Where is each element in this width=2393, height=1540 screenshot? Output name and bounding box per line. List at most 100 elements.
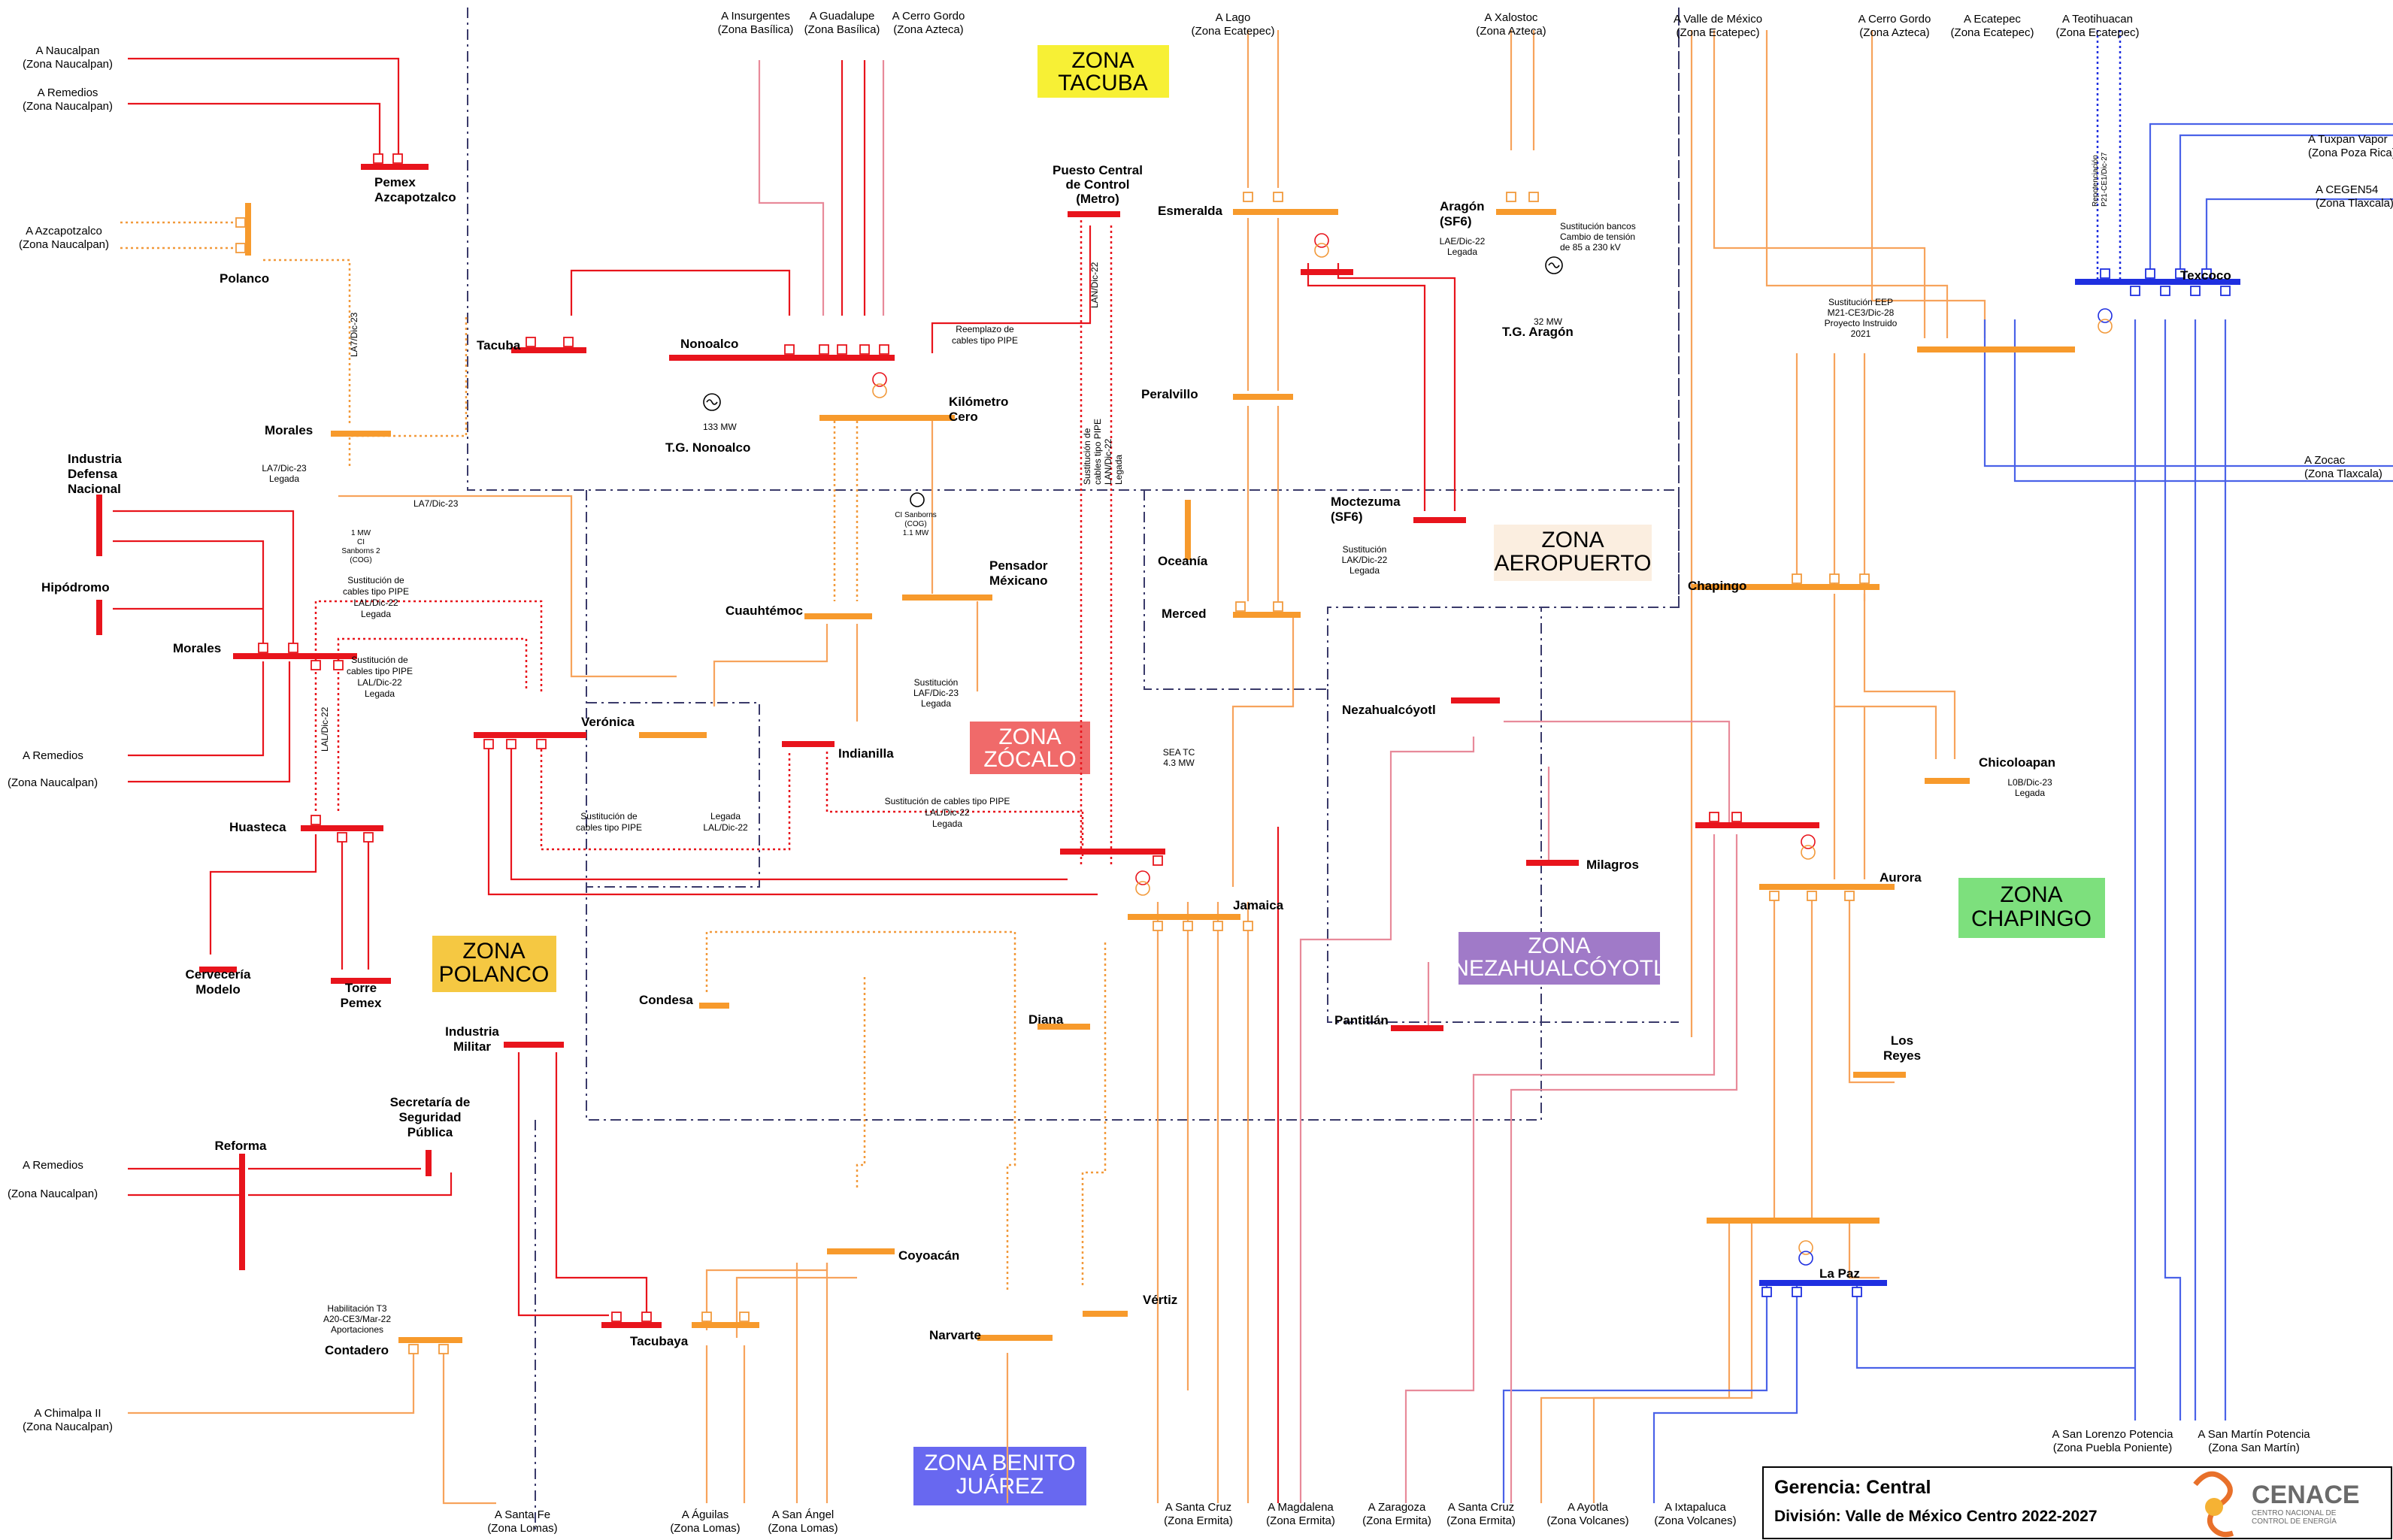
- ext-san-lorenzo: A San Lorenzo Potencia(Zona Puebla Ponie…: [2052, 1428, 2174, 1454]
- label-jamaica: Jamaica: [1233, 898, 1284, 912]
- note-la7-c: LA7/Dic-23: [413, 498, 459, 509]
- line-lapaz-ayotla: [1540, 1218, 1731, 1503]
- line-reforma-ssp-2: [248, 1172, 453, 1197]
- breaker: [1731, 812, 1742, 822]
- breaker: [837, 344, 847, 355]
- breaker: [1273, 192, 1283, 202]
- breaker: [1859, 573, 1870, 584]
- ext-chimalpa: A Chimalpa II(Zona Naucalpan): [23, 1407, 113, 1433]
- breaker: [1243, 921, 1253, 931]
- ext-magdalena: A Magdalena(Zona Ermita): [1266, 1501, 1335, 1527]
- zone-chapingo-box: [1958, 878, 2105, 938]
- line-zocac: [1983, 319, 2393, 467]
- transformer-icon: [1135, 870, 1150, 896]
- breaker: [235, 217, 246, 228]
- line-tuxpan: [2179, 134, 2393, 282]
- transmission-lines: [113, 30, 2393, 1505]
- label-morales-230: Morales: [265, 423, 313, 437]
- line-morales-veronica-1: [314, 600, 543, 691]
- ext-santa-cruz-2: A Santa Cruz(Zona Ermita): [1446, 1501, 1516, 1527]
- label-oceania: Oceanía: [1158, 554, 1208, 568]
- label-aragon: Aragón(SF6): [1440, 199, 1485, 228]
- ext-xalostoc: A Xalostoc(Zona Azteca): [1476, 11, 1546, 38]
- ext-zocac: A Zocac(Zona Tlaxcala): [2304, 454, 2382, 480]
- line-morales-tacuba: [348, 316, 468, 466]
- line-cerro-gordo-3: [1765, 30, 1949, 338]
- note-ci-sanborns: CI Sanborns(COG)1.1 MW: [895, 511, 937, 537]
- ext-ecatepec: A Ecatepec(Zona Ecatepec): [1951, 13, 2034, 39]
- label-condesa: Condesa: [639, 993, 693, 1007]
- line-chapingo-chicoloapan-2: [1863, 594, 1956, 759]
- line-veronica-indianilla: [540, 744, 791, 851]
- footer-box: [1762, 1466, 2392, 1539]
- line-lapaz-east: [1848, 1218, 1880, 1279]
- breaker: [526, 337, 536, 347]
- ext-remedios: A Remedios(Zona Naucalpan): [23, 86, 113, 113]
- note-lal-v: LAL/Dic-22: [320, 706, 330, 752]
- zone-border-veronica: [586, 702, 760, 888]
- breaker: [363, 832, 374, 843]
- label-morales-85: Morales: [173, 641, 221, 655]
- ext-ixtapaluca: A Ixtapaluca(Zona Volcanes): [1654, 1501, 1736, 1527]
- label-la-paz: La Paz: [1819, 1266, 1860, 1281]
- label-moctezuma: Moctezuma(SF6): [1331, 495, 1401, 524]
- line-morales-remedios: [128, 661, 265, 757]
- label-diana: Diana: [1028, 1012, 1064, 1027]
- line-idn-morales-2: [113, 540, 265, 646]
- breaker: [235, 243, 246, 253]
- zone-benito-box: [913, 1447, 1086, 1505]
- breaker: [333, 660, 344, 670]
- breaker: [1829, 573, 1840, 584]
- breaker: [506, 739, 516, 749]
- line-huasteca-cerveceria: [209, 834, 317, 955]
- ext-naucalpan: A Naucalpan(Zona Naucalpan): [23, 44, 113, 71]
- ext-ayotla: A Ayotla(Zona Volcanes): [1546, 1501, 1628, 1527]
- label-polanco: Polanco: [220, 271, 269, 286]
- line-aurora-losreyes: [1848, 894, 1895, 1084]
- line-chapingo-chicoloapan: [1833, 594, 1937, 759]
- label-huasteca: Huasteca: [229, 820, 286, 834]
- breaker: [2100, 268, 2110, 279]
- line-tacubaya-coyoacan-2: [735, 1276, 857, 1338]
- breaker: [1153, 855, 1163, 866]
- ext-santa-fe: A Santa Fe(Zona Lomas): [487, 1508, 557, 1535]
- ext-valle-mexico: A Valle de México(Zona Ecatepec): [1674, 13, 1762, 39]
- note-sust-vertical: Sustitución decables tipo PIPELAN/Dic-22…: [1082, 419, 1124, 485]
- breaker: [701, 1312, 712, 1322]
- cenace-logo-icon: [2193, 1471, 2234, 1538]
- transformer-icon: [2098, 308, 2113, 334]
- generator-icon: [703, 393, 721, 411]
- breaker: [739, 1312, 750, 1322]
- line-coyoacan-up: [856, 977, 866, 1188]
- zone-zocalo-box: [970, 722, 1090, 774]
- breaker: [408, 1344, 419, 1354]
- ext-zaragoza: A Zaragoza(Zona Ermita): [1362, 1501, 1431, 1527]
- label-coyoacan: Coyoacán: [898, 1248, 959, 1263]
- ext-naucalpan-2: (Zona Naucalpan): [8, 776, 98, 789]
- ext-cerro-gordo: A Cerro Gordo(Zona Azteca): [892, 10, 965, 36]
- breaker: [1852, 1287, 1862, 1297]
- footer: Gerencia: Central División: Valle de Méx…: [1762, 1466, 2392, 1539]
- note-lan: LAN/Dic-22: [1089, 262, 1100, 308]
- footer-division: División: Valle de México Centro 2022-20…: [1774, 1508, 2098, 1525]
- line-contadero-chimalpa: [128, 1353, 415, 1414]
- breaker: [1844, 891, 1855, 901]
- line-polanco-morales: [263, 259, 351, 425]
- external-link-labels: A Naucalpan(Zona Naucalpan) A Remedios(Z…: [8, 10, 2393, 1535]
